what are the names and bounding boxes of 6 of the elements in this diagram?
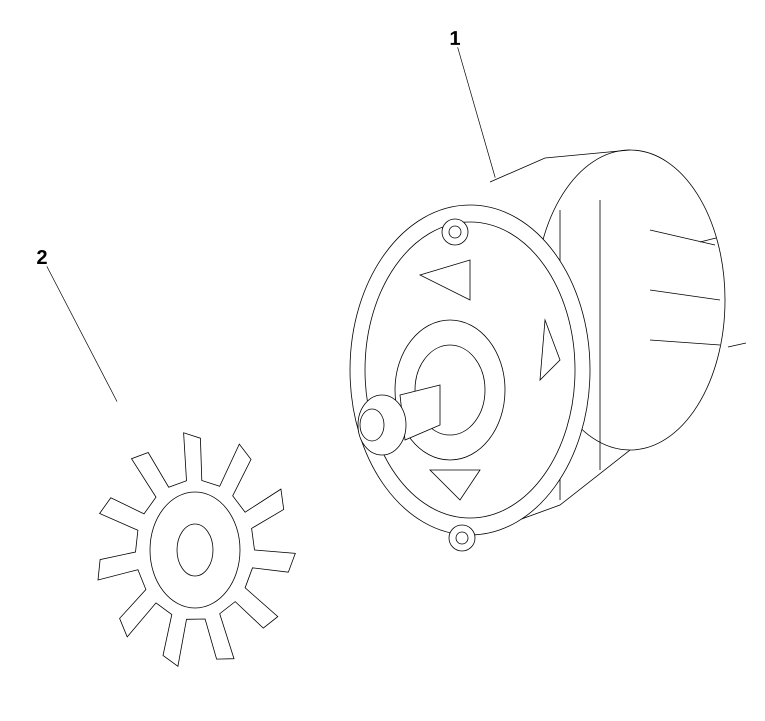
callout-number: 1 [450,31,460,45]
leader-line [457,46,496,178]
leader-line [46,266,118,402]
fan-drawing [98,432,296,667]
callout-number: 2 [37,250,47,264]
alternator-drawing [350,150,746,552]
